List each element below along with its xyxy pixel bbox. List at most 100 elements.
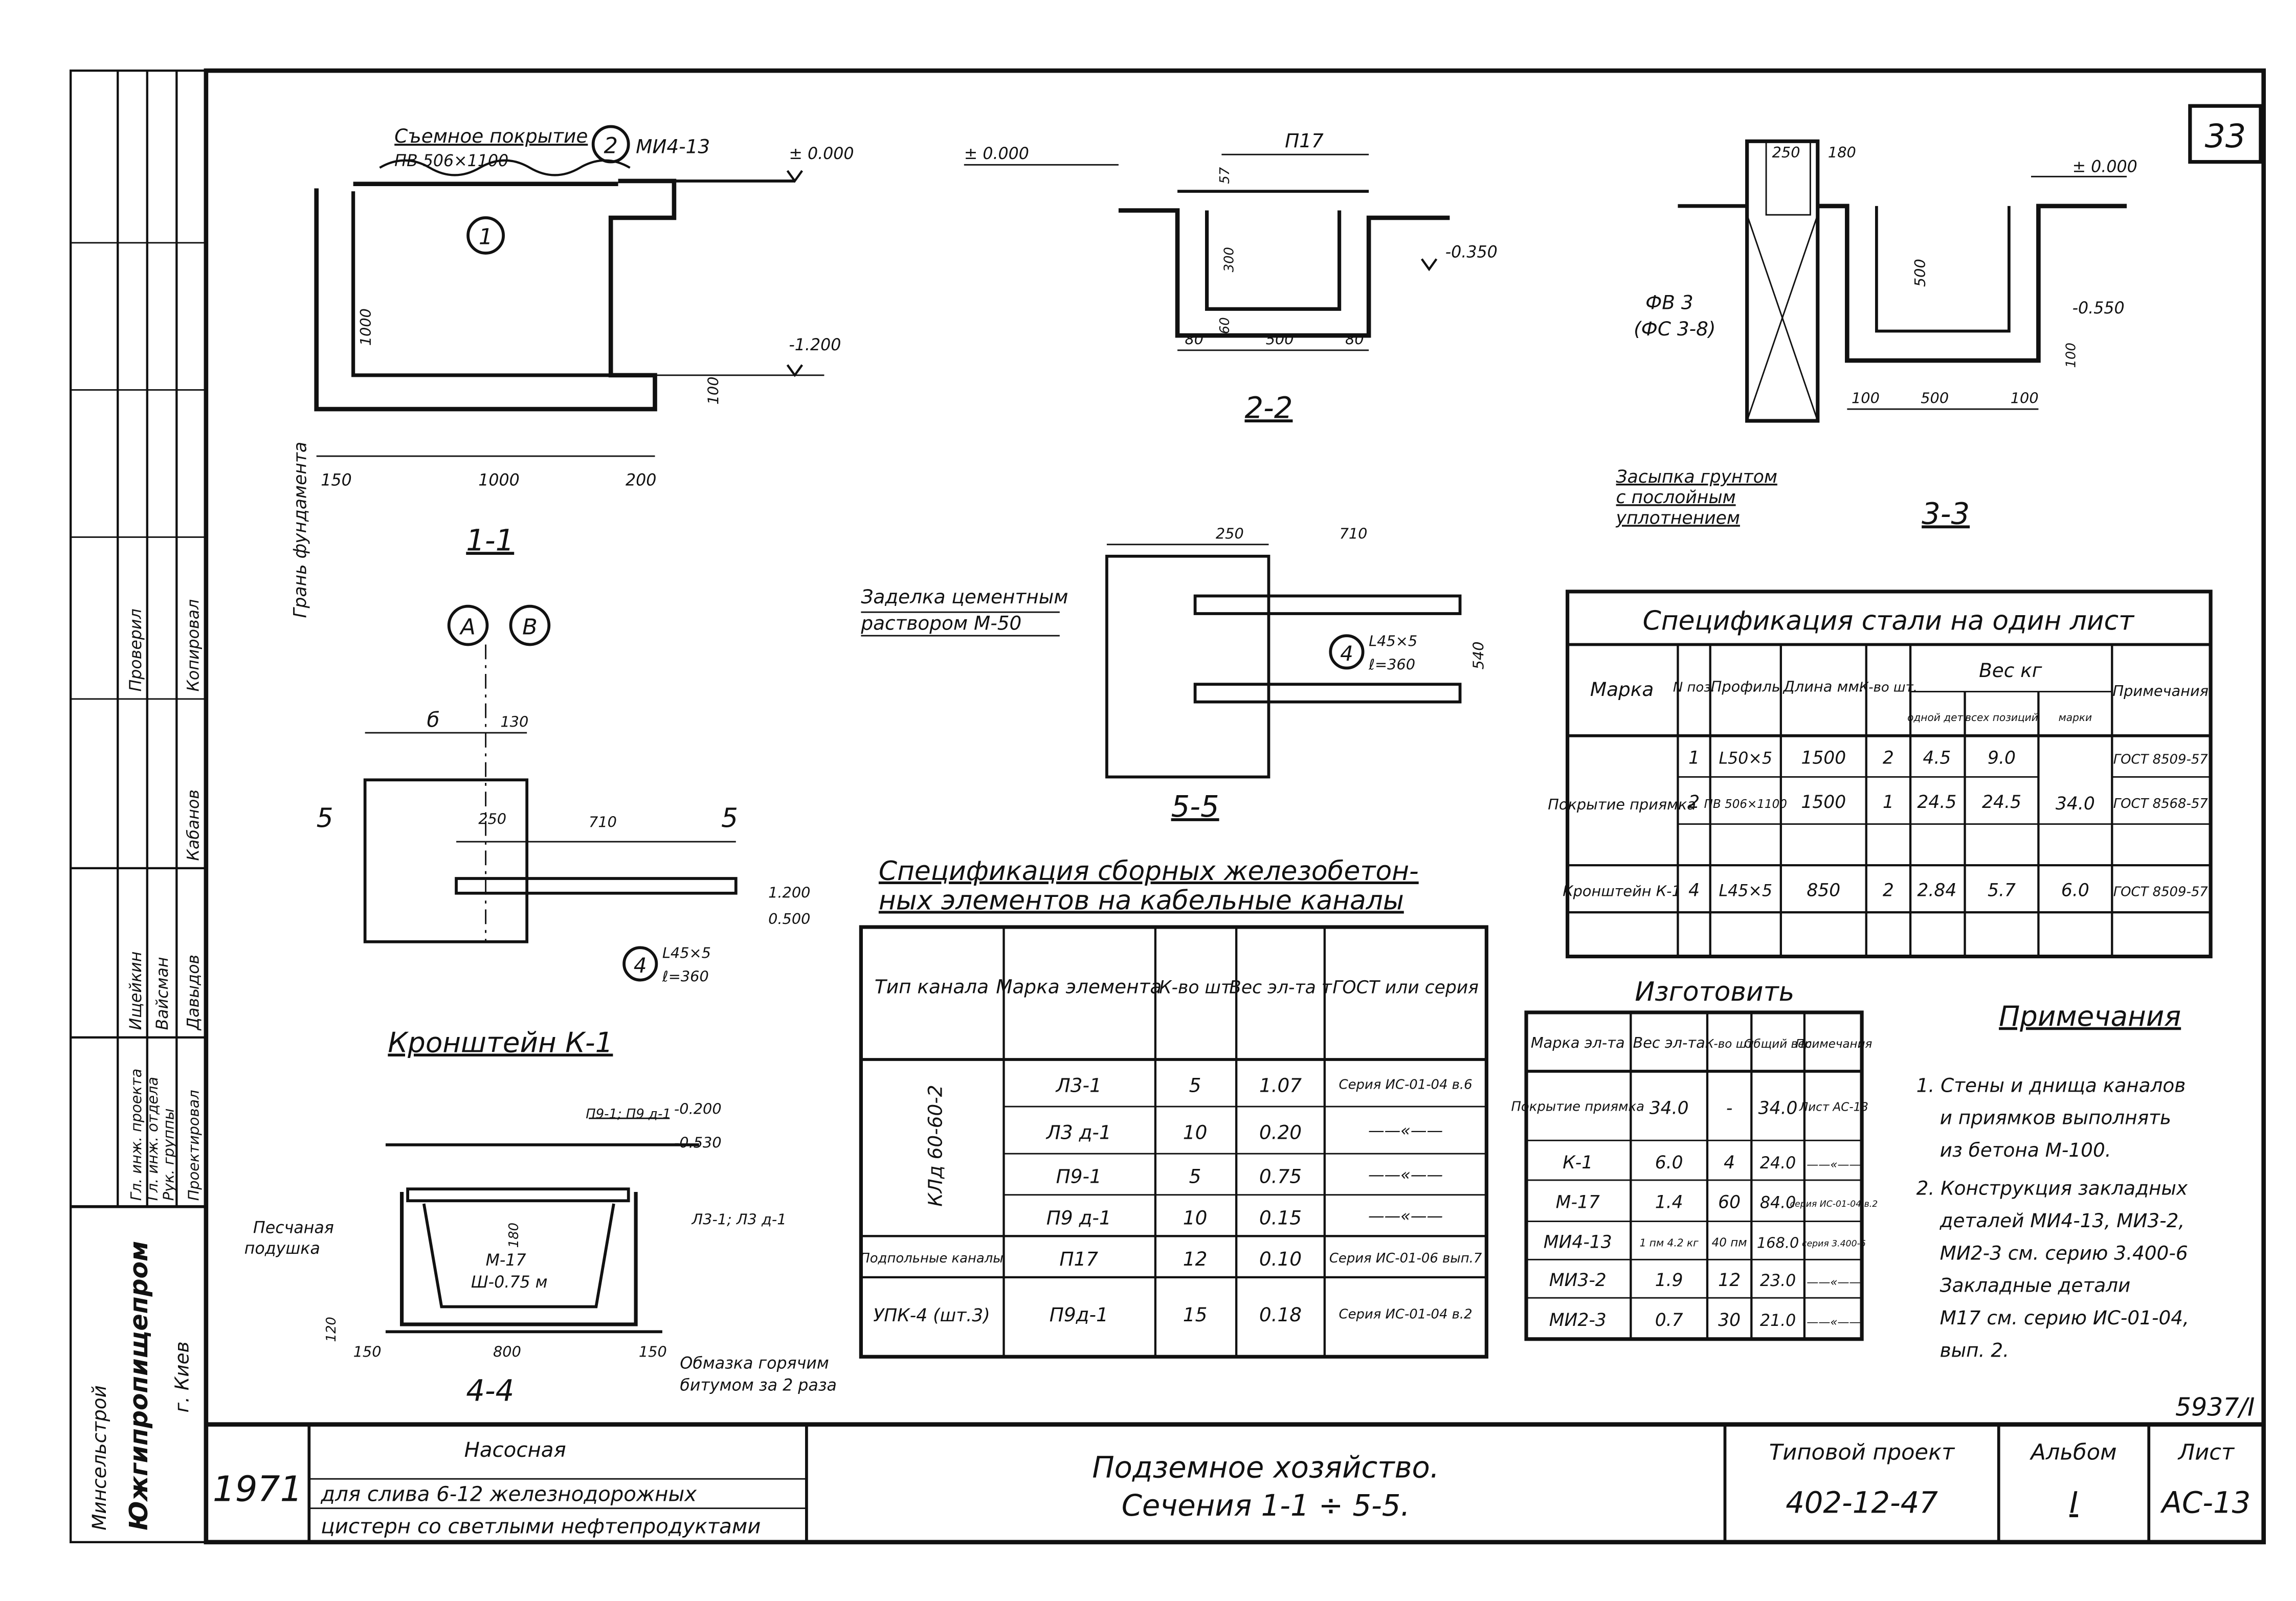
s11-callout-2-circle [591, 125, 630, 164]
bracket-cut-left: 5 [317, 803, 333, 833]
stamp-role-2: Гл. инж. отдела [144, 1077, 161, 1201]
make-r1-qty: - [1726, 1098, 1732, 1118]
s44-label-top: П9-1; П9 д-1 [586, 1107, 671, 1122]
make-header-mark: Марка эл-та [1531, 1034, 1625, 1051]
steel-subheader-one: одной дет. [1907, 711, 1967, 724]
steel-header-length: Длина мм. [1782, 678, 1864, 695]
make-r3-mark: М-17 [1556, 1192, 1600, 1213]
s33-fundament-sub: (ФС 3-8) [1634, 318, 1715, 340]
bracket-length: ℓ=360 [662, 967, 709, 985]
steel-r1-one: 4.5 [1923, 748, 1951, 769]
note-1-line-1: 1. Стены и днища каналов [1916, 1074, 2186, 1096]
s33-elev-top: ± 0.000 [2072, 158, 2137, 176]
s33-fill-note-3: уплотнением [1616, 508, 1740, 528]
s44-dim-bottom-3: 150 [639, 1343, 667, 1360]
precast-r4-mark: П9 д-1 [1046, 1206, 1111, 1229]
s55-dim-side: 540 [1470, 641, 1487, 669]
s11-callout-1: 1 [479, 224, 493, 250]
bracket-axis-b: В [522, 614, 538, 640]
s33-dim-slab: 100 [2063, 343, 2079, 368]
precast-r4-gost: ——«—— [1368, 1207, 1443, 1226]
tb-object-3: цистерн со светлыми нефтепродуктами [321, 1515, 761, 1539]
sheet-frame [69, 68, 2266, 1545]
s11-callout-1-circle [466, 216, 505, 255]
precast-r4-weight: 0.15 [1259, 1206, 1302, 1229]
precast-header-type: Тип канала [875, 975, 989, 998]
s11-dim-bottom-3: 200 [626, 471, 656, 490]
s11-top-sub: ПВ 506×1100 [394, 152, 508, 170]
s11-elev-bottom: -1.200 [789, 336, 841, 354]
note-2-line-4: Закладные детали [1940, 1274, 2131, 1297]
s33-elev-bottom: -0.550 [2072, 299, 2125, 318]
steel-title: Спецификация стали на один лист [1643, 606, 2135, 637]
stamp-org-3: г. Киев [170, 1341, 193, 1412]
make-r3-qty: 60 [1718, 1192, 1741, 1213]
stamp-org-1: Минсельстрой [88, 1385, 110, 1530]
note-2-line-3: МИ2-3 см. серию 3.400-6 [1940, 1242, 2188, 1264]
steel-r3-markweight: 6.0 [2061, 881, 2089, 901]
s11-dim-slab: 100 [704, 376, 722, 404]
make-r5-note: ——«—— [1807, 1276, 1861, 1289]
s44-bitumen-1: Обмазка горячим [680, 1354, 829, 1372]
steel-r1-markweight: 34.0 [2056, 794, 2095, 814]
steel-subheader-mark: марки [2059, 711, 2092, 724]
tb-album-number: I [2069, 1485, 2078, 1520]
make-r6-mark: МИ2-3 [1549, 1310, 1607, 1331]
precast-upk-type: УПК-4 (шт.3) [873, 1305, 990, 1326]
make-r4-mark: МИ4-13 [1544, 1232, 1612, 1252]
s33-fundament-label: ФВ 3 [1645, 291, 1693, 313]
sheet-number-box: 33 [2188, 104, 2263, 164]
bracket-axis-a-circle [447, 604, 489, 646]
stamp-copy-role: Копировал [184, 599, 203, 692]
bracket-k1: А В б 130 250 710 5 5 1.200 0.500 4 L45×… [317, 604, 810, 1059]
precast-podd-type: Подпольные каналы [860, 1251, 1003, 1266]
precast-podd-gost: Серия ИС-01-06 вып.7 [1329, 1251, 1482, 1266]
note-1-line-3: из бетона М-100. [1940, 1139, 2111, 1161]
tb-title-2: Сечения 1-1 ÷ 5-5. [1122, 1489, 1410, 1523]
make-r2-note: ——«—— [1807, 1158, 1861, 1171]
make-header-notes: Примечания [1795, 1038, 1872, 1051]
precast-podd-weight: 0.10 [1259, 1248, 1302, 1270]
steel-header-notes: Примечания [2113, 682, 2209, 700]
precast-r2-weight: 0.20 [1259, 1121, 1302, 1143]
precast-header-gost: ГОСТ или серия [1332, 977, 1479, 998]
stamp-role-3: Рук. группы [160, 1108, 177, 1201]
precast-header-mark: Марка элемента [996, 975, 1162, 998]
steel-header-pos: N поз. [1673, 680, 1715, 695]
precast-r1-weight: 1.07 [1259, 1074, 1302, 1096]
s22-dim-bottom-3: 80 [1345, 330, 1364, 348]
steel-header-weight: Вес кг [1979, 659, 2042, 682]
tb-project-label: Типовой проект [1769, 1440, 1955, 1465]
bracket-dim-130: 130 [500, 713, 528, 731]
precast-upk-gost: Серия ИС-01-04 в.2 [1339, 1306, 1473, 1322]
make-r1-note: Лист АС-13 [1799, 1101, 1868, 1114]
make-r3-note: серия ИС-01-04 в.2 [1790, 1199, 1878, 1209]
s11-side-label: Грань фундамента [291, 442, 311, 618]
tb-sheet-code: АС-13 [2160, 1485, 2251, 1520]
s44-dim-side: 120 [324, 1317, 339, 1342]
precast-title-1: Спецификация сборных железобетон- [879, 856, 1419, 887]
section-2-2: П17 ± 0.000 -0.350 57 300 60 80 500 80 2… [964, 129, 1498, 425]
s55-note-1: Заделка цементным [861, 585, 1068, 608]
steel-header-qty: К-во шт. [1859, 680, 1918, 695]
make-header-total: Общий вес [1744, 1038, 1812, 1051]
make-r2-mark: К-1 [1563, 1153, 1593, 1173]
s55-profile: L45×5 [1369, 632, 1417, 649]
s44-title: 4-4 [466, 1374, 514, 1408]
steel-r1-all: 9.0 [1988, 748, 2016, 769]
steel-r2-note: ГОСТ 8568-57 [2113, 796, 2209, 811]
s22-elev-top: ± 0.000 [964, 145, 1029, 163]
make-header-weight: Вес эл-та [1633, 1034, 1705, 1051]
s11-dim-bottom-1: 150 [321, 471, 351, 490]
steel-r1-pos: 1 [1688, 748, 1700, 769]
steel-header-mark: Марка [1590, 678, 1654, 701]
bracket-dim-710: 710 [589, 813, 617, 830]
precast-upk-mark: П9д-1 [1050, 1303, 1108, 1326]
make-r4-note: серия 3.400-6 [1802, 1238, 1866, 1249]
make-table: Изготовить Марка эл-та Вес эл-та К-во шт… [1511, 977, 1878, 1341]
steel-r1-profile: L50×5 [1719, 750, 1773, 768]
section-5-5: 250 710 540 Заделка цементным раствором … [860, 525, 1487, 824]
bracket-dim-250: 250 [478, 810, 506, 828]
s55-title: 5-5 [1171, 790, 1219, 824]
